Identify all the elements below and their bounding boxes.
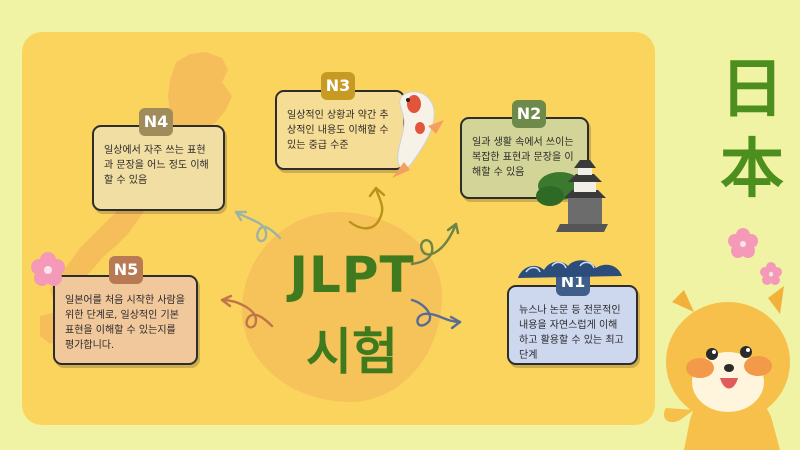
side-kanji-2: 本 <box>720 132 784 207</box>
level-card-n4: 일상에서 자주 쓰는 표현과 문장을 어느 정도 이해할 수 있음 <box>92 125 225 211</box>
level-card-n3: 일상적인 상황과 약간 추상적인 내용도 이해할 수 있는 중급 수준 <box>275 90 405 170</box>
title-blob <box>242 212 442 402</box>
level-description-n5: 일본어를 처음 시작한 사람을 위한 단계로, 일상적인 기본 표현을 이해할 … <box>65 295 185 351</box>
level-badge-n3: N3 <box>321 72 355 100</box>
shiba-dog-icon <box>663 286 790 450</box>
level-description-n3: 일상적인 상황과 약간 추상적인 내용도 이해할 수 있는 중급 수준 <box>287 110 389 151</box>
level-badge-n5: N5 <box>109 256 143 284</box>
level-description-n4: 일상에서 자주 쓰는 표현과 문장을 어느 정도 이해할 수 있음 <box>104 145 209 186</box>
level-card-n5: 일본어를 처음 시작한 사람을 위한 단계로, 일상적인 기본 표현을 이해할 … <box>53 275 198 365</box>
title-line-2: 시험 <box>306 323 398 381</box>
koi-fish-icon <box>392 91 444 178</box>
level-badge-n4: N4 <box>139 108 173 136</box>
level-card-n1: 뉴스나 논문 등 전문적인 내용을 자연스럽게 이해하고 활용할 수 있는 최고… <box>507 285 638 365</box>
level-description-n2: 일과 생활 속에서 쓰이는 복잡한 표현과 문장을 이해할 수 있음 <box>472 137 574 178</box>
title-line-1: JLPT <box>289 246 415 304</box>
wave-icon <box>518 260 622 278</box>
side-kanji-1: 日 <box>720 52 784 127</box>
castle-icon <box>536 160 608 232</box>
level-description-n1: 뉴스나 논문 등 전문적인 내용을 자연스럽게 이해하고 활용할 수 있는 최고… <box>519 305 624 361</box>
level-badge-n2: N2 <box>512 100 546 128</box>
sakura-icon <box>31 228 782 286</box>
